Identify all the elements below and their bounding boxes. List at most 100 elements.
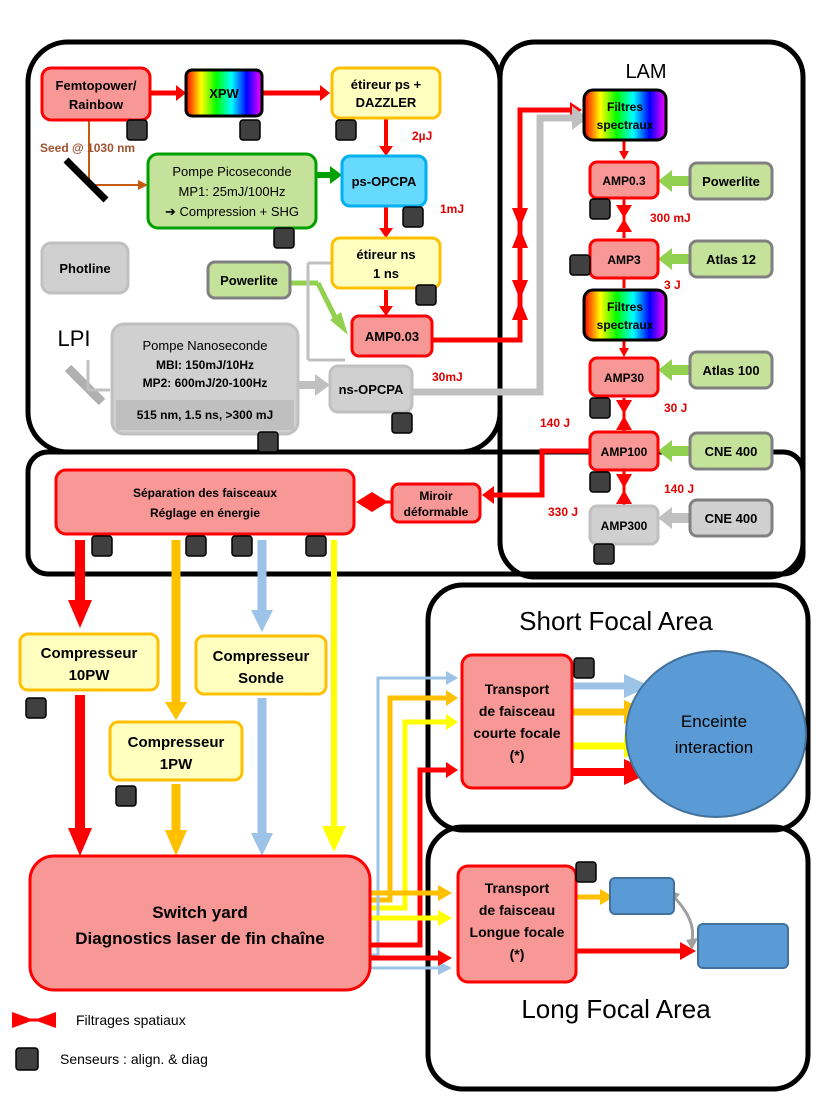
switch-yard-box: Switch yard Diagnostics laser de fin cha… [28,854,372,992]
compresseur-10pw-box: Compresseur 10PW [18,632,160,692]
short-focal-area-title: Short Focal Area [519,606,713,636]
cne400-b-label: CNE 400 [705,511,758,526]
femtopower-label-2: Rainbow [69,97,124,112]
sensor-icon [305,535,327,557]
sensor-icon [391,412,413,434]
amp003-label: AMP0.03 [365,329,419,344]
sensor-icon [185,535,207,557]
amp300-label: AMP300 [601,519,648,533]
photline-box: Photline [40,241,130,295]
spatial-filter-icon [12,1012,34,1028]
separation-box: Séparation des faisceaux Réglage en éner… [54,468,356,536]
sensor-icon [231,535,253,557]
filtres-spectraux-2-box: Filtres spectraux [582,288,668,342]
energy-30j: 30 J [664,401,687,415]
compresseur-sonde-box: Compresseur Sonde [194,634,328,696]
amp3-label: AMP3 [607,253,641,267]
pompe-pico-label-1: Pompe Picoseconde [172,164,291,179]
amp30-box: AMP30 [588,356,660,398]
sensor-icon [575,861,597,883]
sensor-icon [126,119,148,141]
energy-330j: 330 J [548,505,578,519]
sensor-icon [573,657,595,679]
powerlite-lam-label: Powerlite [702,174,760,189]
sensor-icon [257,431,279,453]
sensor-legend-icon [15,1047,39,1071]
etireur-ns-box: étireur ns 1 ns [330,236,442,290]
lam-area-title: LAM [625,61,666,83]
powerlite-lam-box: Powerlite [688,161,774,201]
amp30-label: AMP30 [604,371,644,385]
miroir-label-2: déformable [404,505,469,519]
energy-140j-b: 140 J [664,482,694,496]
filtres-spectraux-1-box: Filtres spectraux [582,88,668,142]
long-focal-area-title: Long Focal Area [521,994,711,1024]
etireur-ps-label-2: DAZZLER [356,95,417,110]
femtopower-box: Femtopower/ Rainbow [40,66,152,122]
femtopower-label-1: Femtopower/ [56,78,137,93]
transport-longue-label-4: (*) [510,946,525,962]
etireur-ns-label-2: 1 ns [373,266,399,281]
lam-area-frame [497,39,806,580]
cne400-a-label: CNE 400 [705,444,758,459]
switch-yard-label-2: Diagnostics laser de fin chaîne [75,929,324,948]
sensor-icon [589,471,611,493]
pompe-nano-label-1: Pompe Nanoseconde [142,338,267,353]
compresseur-1pw-box: Compresseur 1PW [108,720,244,782]
sensor-icon [239,119,261,141]
etireur-ns-label-1: étireur ns [356,247,415,262]
sensor-icon [115,785,137,807]
transport-courte-label-3: courte focale [473,725,560,741]
comp1pw-label-2: 1PW [160,756,193,773]
filtres-1-label-2: spectraux [597,118,654,132]
comp-sonde-label-2: Sonde [238,670,284,687]
powerlite-lpi-box: Powerlite [206,260,292,300]
amp100-label: AMP100 [601,445,648,459]
amp300-box: AMP300 [588,504,660,546]
separation-label-2: Réglage en énergie [150,506,260,520]
energy-300mj: 300 mJ [650,211,691,225]
target-chamber-large [697,923,789,969]
legend-sensors: Senseurs : align. & diag [60,1051,208,1067]
separation-area-frame [25,449,806,577]
pompe-nano-label-3: MP2: 600mJ/20-100Hz [143,376,268,390]
energy-labels: 2µJ 1mJ 300 mJ 3 J 30mJ 30 J 140 J 140 J… [412,129,694,519]
energy-3j: 3 J [664,278,681,292]
energy-30mj: 30mJ [432,370,463,384]
etireur-ps-label-1: étireur ps + [351,77,422,92]
transport-courte-label-1: Transport [485,681,550,697]
photline-label: Photline [59,261,110,276]
atlas100-label: Atlas 100 [702,363,759,378]
atlas12-box: Atlas 12 [688,239,774,279]
legend: Filtrages spatiaux Senseurs : align. & d… [12,1012,208,1071]
legend-spatial-filter: Filtrages spatiaux [76,1012,186,1028]
energy-140j-a: 140 J [540,416,570,430]
sensor-icon [25,697,47,719]
amp100-box: AMP100 [588,430,660,472]
cne400-a-box: CNE 400 [688,431,774,471]
energy-1mj: 1mJ [440,202,464,216]
comp10pw-label-2: 10PW [69,667,111,684]
comp1pw-label-1: Compresseur [128,734,225,751]
cne400-b-box: CNE 400 [688,498,774,538]
miroir-deformable-box: Miroir déformable [390,482,482,524]
filtres-2-label-1: Filtres [607,300,643,314]
separation-label-1: Séparation des faisceaux [133,486,277,500]
ps-opcpa-box: ps-OPCPA [340,154,428,208]
enceinte-label-1: Enceinte [681,712,747,731]
pompe-nano-label-2: MBI: 150mJ/10Hz [156,358,254,372]
xpw-label: XPW [209,86,239,101]
comp-sonde-label-1: Compresseur [213,648,310,665]
sensor-icon [335,119,357,141]
sensor-icon [569,254,591,276]
sensor-icon [273,227,295,249]
powerlite-lpi-label: Powerlite [220,273,278,288]
sensor-squares [25,119,615,883]
sensor-icon [589,198,611,220]
transport-longue-focale-box: Transport de faisceau Longue focale (*) [456,864,578,984]
etireur-ps-box: étireur ps + DAZZLER [330,66,442,120]
pompe-nanoseconde-box: Pompe Nanoseconde MBI: 150mJ/10Hz MP2: 6… [110,322,300,436]
miroir-label-1: Miroir [419,489,453,503]
sensor-icon [402,206,424,228]
